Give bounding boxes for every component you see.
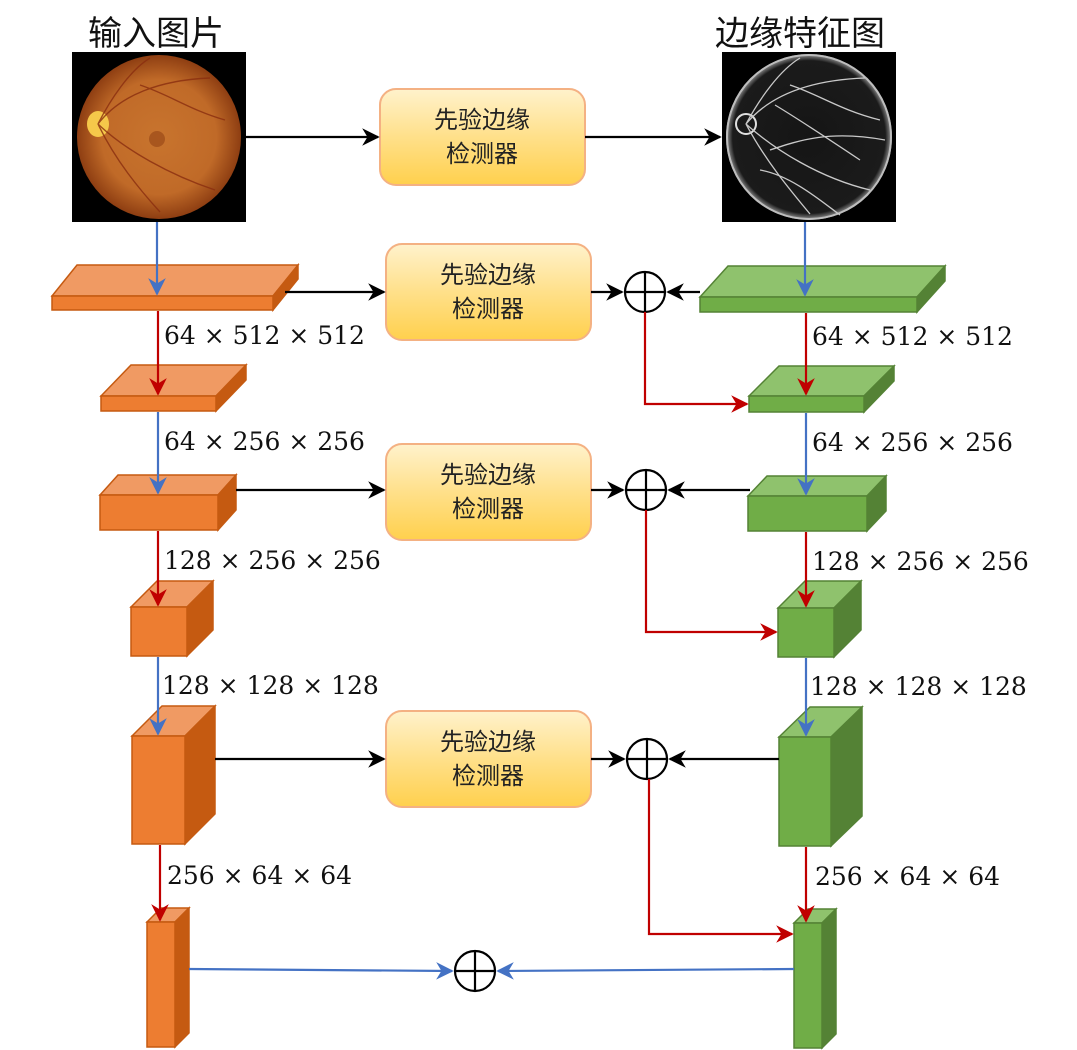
right-dim-5: 256 × 64 × 64 [815,862,1000,891]
sum-node-1 [623,270,667,314]
left-dim-2: 64 × 256 × 256 [164,427,365,456]
right-dim-4: 128 × 128 × 128 [810,672,1027,701]
sum-node-4 [453,949,497,993]
edge-detector-label-3a: 先验边缘 [440,461,536,489]
right-block-2 [747,364,896,414]
edge-detector-box-3: 先验边缘 检测器 [385,443,592,541]
left-block-2 [99,363,248,413]
right-block-1 [698,264,947,314]
edge-detector-label-4b: 检测器 [452,762,524,790]
left-block-4 [129,579,215,658]
left-block-3 [98,473,238,532]
right-block-3 [746,474,888,533]
edge-feature-map-image [722,52,896,222]
left-dim-5: 256 × 64 × 64 [167,861,352,890]
right-block-5 [777,705,864,848]
left-block-5 [130,704,217,846]
red-arrows [149,311,815,943]
edge-feature-map-title: 边缘特征图 [715,14,885,54]
sum-node-2 [624,468,668,512]
edge-detector-label-3b: 检测器 [452,495,524,523]
left-block-1 [50,262,300,313]
right-dim-3: 128 × 256 × 256 [812,547,1029,576]
input-fundus-image [72,52,246,222]
edge-detector-label-1a: 先验边缘 [434,106,530,134]
right-dim-1: 64 × 512 × 512 [812,322,1013,351]
edge-detector-label-4a: 先验边缘 [440,728,536,756]
edge-detector-label-2a: 先验边缘 [440,261,536,289]
black-arrows [215,128,779,768]
blue-arrows [148,222,815,980]
left-dim-1: 64 × 512 × 512 [164,321,365,350]
left-block-6 [145,906,191,1049]
edge-detector-box-1: 先验边缘 检测器 [379,88,586,186]
edge-detector-label-1b: 检测器 [446,140,518,168]
edge-detector-box-2: 先验边缘 检测器 [385,243,592,341]
edge-detector-box-4: 先验边缘 检测器 [385,710,592,808]
right-dim-2: 64 × 256 × 256 [812,428,1013,457]
right-block-6 [792,907,838,1050]
sum-node-3 [625,737,669,781]
sum-nodes [453,270,669,993]
right-block-4 [776,579,863,659]
left-dim-4: 128 × 128 × 128 [162,671,379,700]
left-dim-3: 128 × 256 × 256 [164,546,381,575]
input-image-title: 输入图片 [88,14,224,54]
edge-detector-label-2b: 检测器 [452,295,524,323]
